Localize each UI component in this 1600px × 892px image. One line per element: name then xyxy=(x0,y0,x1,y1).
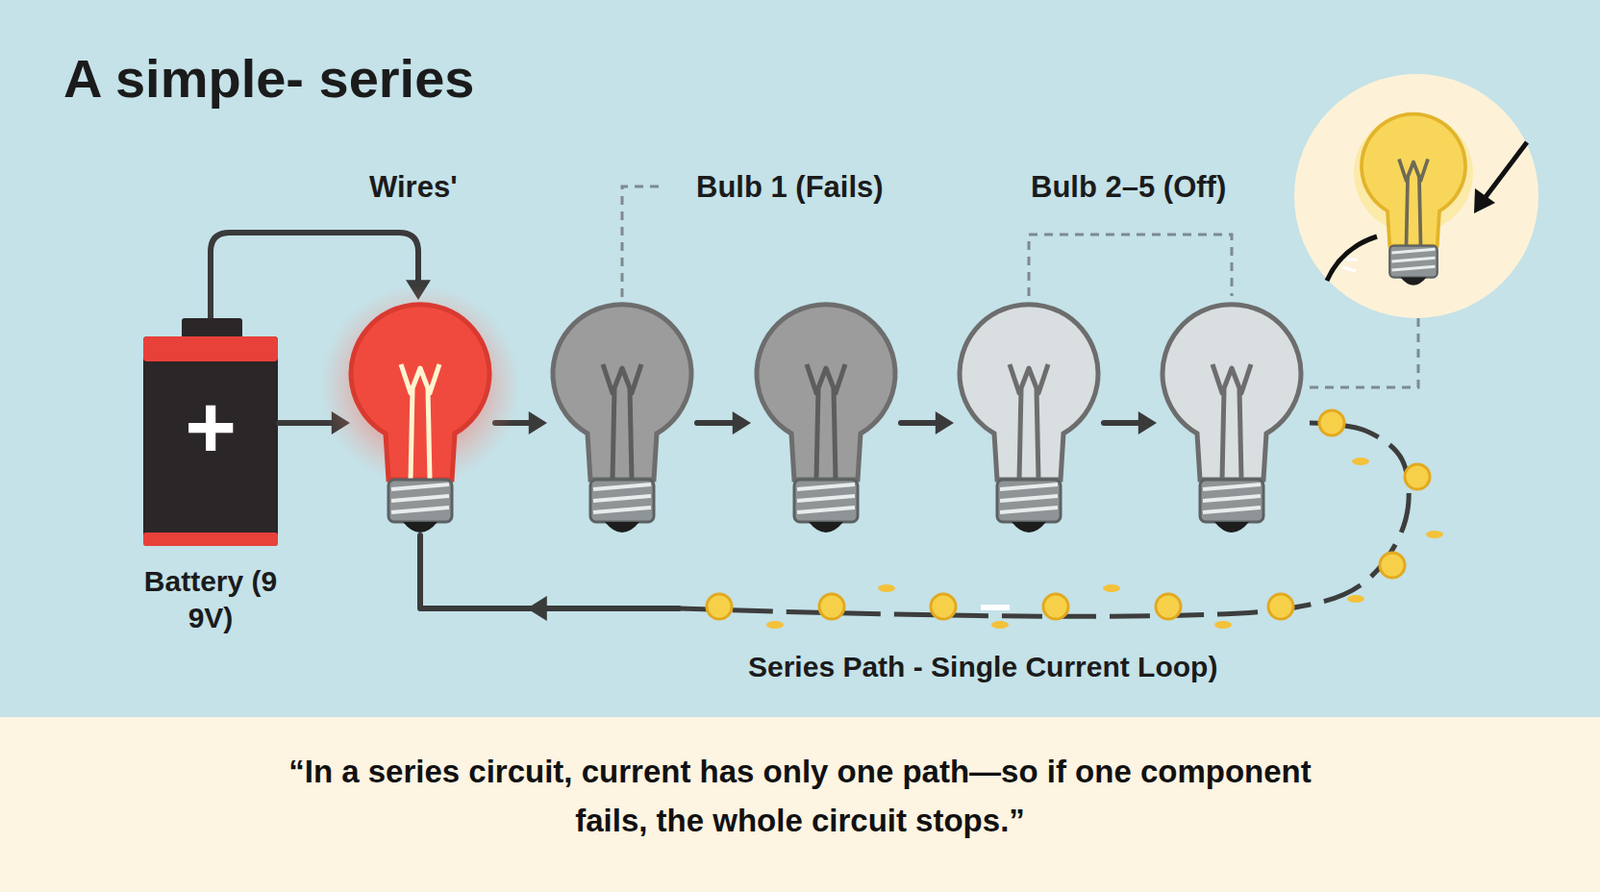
arrow xyxy=(697,420,736,426)
electron-dot xyxy=(819,594,845,620)
arrow xyxy=(900,420,939,426)
part-label: Wires' xyxy=(369,169,458,205)
electron-dot xyxy=(706,594,732,620)
wires xyxy=(210,186,1419,622)
arrow xyxy=(1103,420,1142,426)
spark xyxy=(1102,584,1121,593)
arrowhead xyxy=(935,411,954,435)
arrowhead xyxy=(526,596,548,622)
gap-mark xyxy=(980,604,1010,611)
spark xyxy=(1214,621,1232,629)
electron-dot xyxy=(1268,594,1294,620)
arrow xyxy=(278,420,333,426)
arrowhead xyxy=(528,411,548,435)
caption: “In a series circuit, current has only o… xyxy=(280,747,1320,846)
spark xyxy=(766,621,784,629)
battery-sign: + xyxy=(143,382,278,472)
electron-dot xyxy=(1043,594,1069,620)
inset-bulb xyxy=(1294,74,1539,319)
light-bulb xyxy=(1162,304,1301,533)
light-bulb xyxy=(1361,114,1466,286)
battery-box: +Battery (9 9V) xyxy=(143,336,278,547)
current-loop xyxy=(678,410,1444,629)
electron-dot xyxy=(1319,410,1345,436)
battery-symbol xyxy=(143,318,278,547)
battery-label: Battery (9 9V) xyxy=(128,563,293,636)
bulbs xyxy=(320,285,1301,533)
leader-line xyxy=(622,186,662,313)
light-bulb xyxy=(959,304,1099,533)
spark xyxy=(991,621,1009,629)
electron-dot xyxy=(1379,552,1405,578)
light-bulb xyxy=(756,304,896,533)
bracket xyxy=(1028,234,1232,297)
current-path xyxy=(678,423,1409,617)
return-wire xyxy=(420,535,679,609)
spark xyxy=(1425,530,1444,539)
path-label: Series Path - Single Current Loop) xyxy=(748,650,1218,685)
electron-dot xyxy=(1155,594,1181,620)
title: A simple- series xyxy=(63,46,475,111)
arrowhead xyxy=(1474,188,1496,214)
leader-line xyxy=(1309,318,1419,388)
light-bulb xyxy=(320,285,522,533)
light-bulb xyxy=(552,304,692,533)
part-label: Bulb 2–5 (Off) xyxy=(1030,169,1226,205)
arrowhead xyxy=(732,411,751,435)
spark xyxy=(1351,457,1370,466)
spark xyxy=(877,584,896,593)
electron-dot xyxy=(930,594,956,620)
arrowhead xyxy=(1138,411,1157,435)
spark xyxy=(1347,595,1365,603)
caption-band xyxy=(0,717,1600,892)
part-label: Bulb 1 (Fails) xyxy=(696,169,884,205)
broken-wire xyxy=(1326,236,1377,281)
pointer-arrow xyxy=(1485,142,1527,198)
electron-dot xyxy=(1404,464,1430,490)
